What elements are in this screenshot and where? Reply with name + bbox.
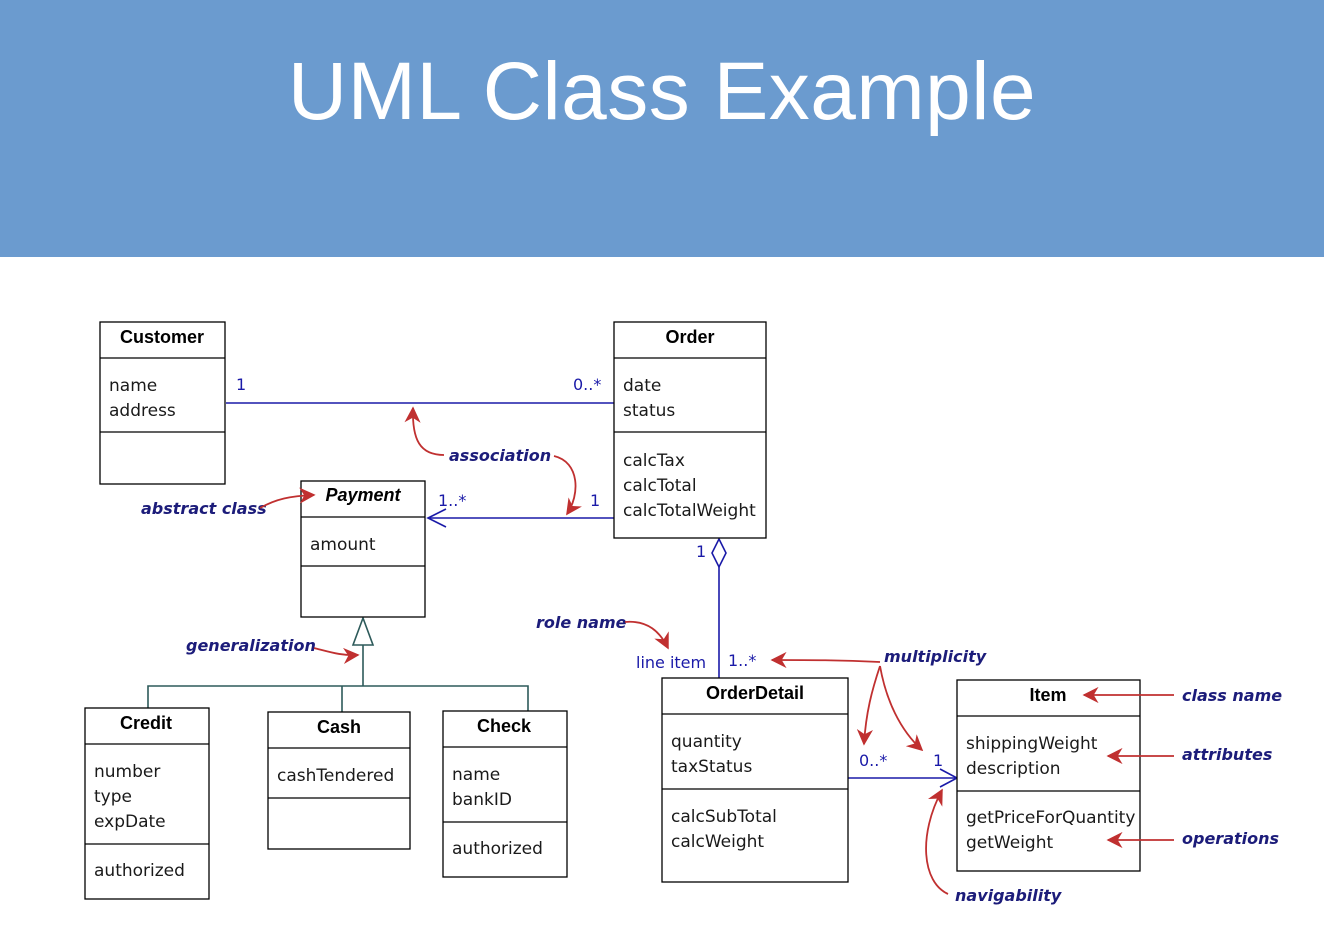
mult-detail-item-detail-end: 0..* [859,751,887,770]
annotation-attributes: attributes [1182,745,1272,764]
attribute: bankID [452,790,512,810]
class-check: Check name bankID authorized [442,710,568,878]
title-bar: UML Class Example [0,0,1324,257]
class-item: Item shippingWeight description getPrice… [956,679,1141,872]
class-name: OrderDetail [706,683,804,703]
annotation-arrow-multiplicity-mid [856,665,881,746]
class-orderdetail: OrderDetail quantity taxStatus calcSubTo… [661,677,849,883]
attribute: name [452,765,500,785]
attribute: description [966,759,1061,779]
annotations: association abstract class generalizatio… [141,406,1282,905]
annotation-operations: operations [1182,829,1279,848]
annotation-arrow-role-name [624,620,669,650]
attribute: type [94,787,132,807]
mult-customer-end: 1 [236,375,246,394]
class-name: Cash [317,717,361,737]
annotation-generalization: generalization [186,636,316,655]
annotation-navigability: navigability [955,886,1062,905]
attribute: taxStatus [671,757,752,777]
navigability-arrow-payment [426,508,447,528]
operation: authorized [94,861,185,881]
class-order: Order date status calcTax calcTotal calc… [613,321,767,539]
annotation-multiplicity: multiplicity [884,647,987,666]
operation: calcTotal [623,476,697,496]
role-label-line-item: line item [636,653,706,672]
operation: calcWeight [671,832,764,852]
generalization-triangle [351,615,375,646]
mult-payment-end: 1..* [438,491,466,510]
mult-detail-item-item-end: 1 [933,751,943,770]
mult-order-end: 0..* [573,375,601,394]
operation: calcTax [623,451,685,471]
mult-order-aggregate-end: 1 [696,542,706,561]
mult-detail-end: 1..* [728,651,756,670]
operation: getPriceForQuantity [966,808,1135,828]
operation: getWeight [966,833,1053,853]
attribute: status [623,401,675,421]
operation: authorized [452,839,543,859]
annotation-arrow-generalization [313,647,360,664]
relationships [147,402,959,788]
attribute: expDate [94,812,166,832]
annotation-arrow-multiplicity-left [770,651,881,669]
class-name: Credit [120,713,172,733]
annotation-arrow-multiplicity-right [879,665,924,752]
attribute: address [109,401,176,421]
mult-order-payment-end: 1 [590,491,600,510]
attribute: amount [310,535,376,555]
class-name: Customer [120,327,204,347]
class-name: Check [477,716,532,736]
attribute: shippingWeight [966,734,1098,754]
class-name: Payment [325,485,401,505]
annotation-arrow-navigability [925,788,949,895]
multiplicity-labels: 1 0..* 1..* 1 1 1..* 0..* 1 line item [236,375,943,770]
annotation-class-name: class name [1182,686,1282,705]
annotation-association: association [449,446,551,465]
attribute: number [94,762,160,782]
generalization-tree [147,685,529,711]
annotation-arrow-association-1 [404,406,445,456]
class-credit: Credit number type expDate authorized [84,707,210,900]
attribute: name [109,376,157,396]
class-name: Order [665,327,714,347]
annotation-arrow-association-2 [553,455,582,516]
slide-title: UML Class Example [287,46,1037,137]
annotation-role-name: role name [536,613,627,632]
operation: calcTotalWeight [623,501,756,521]
class-payment: Payment amount [300,480,426,618]
attribute: date [623,376,661,396]
class-name: Item [1029,685,1066,705]
annotation-abstract-class: abstract class [141,499,267,518]
annotation-arrow-abstract-class [259,487,316,509]
operation: calcSubTotal [671,807,777,827]
class-customer: Customer name address [99,321,226,485]
attribute: cashTendered [277,766,394,786]
attribute: quantity [671,732,742,752]
aggregation-diamond [711,537,727,569]
class-cash: Cash cashTendered [267,711,411,850]
